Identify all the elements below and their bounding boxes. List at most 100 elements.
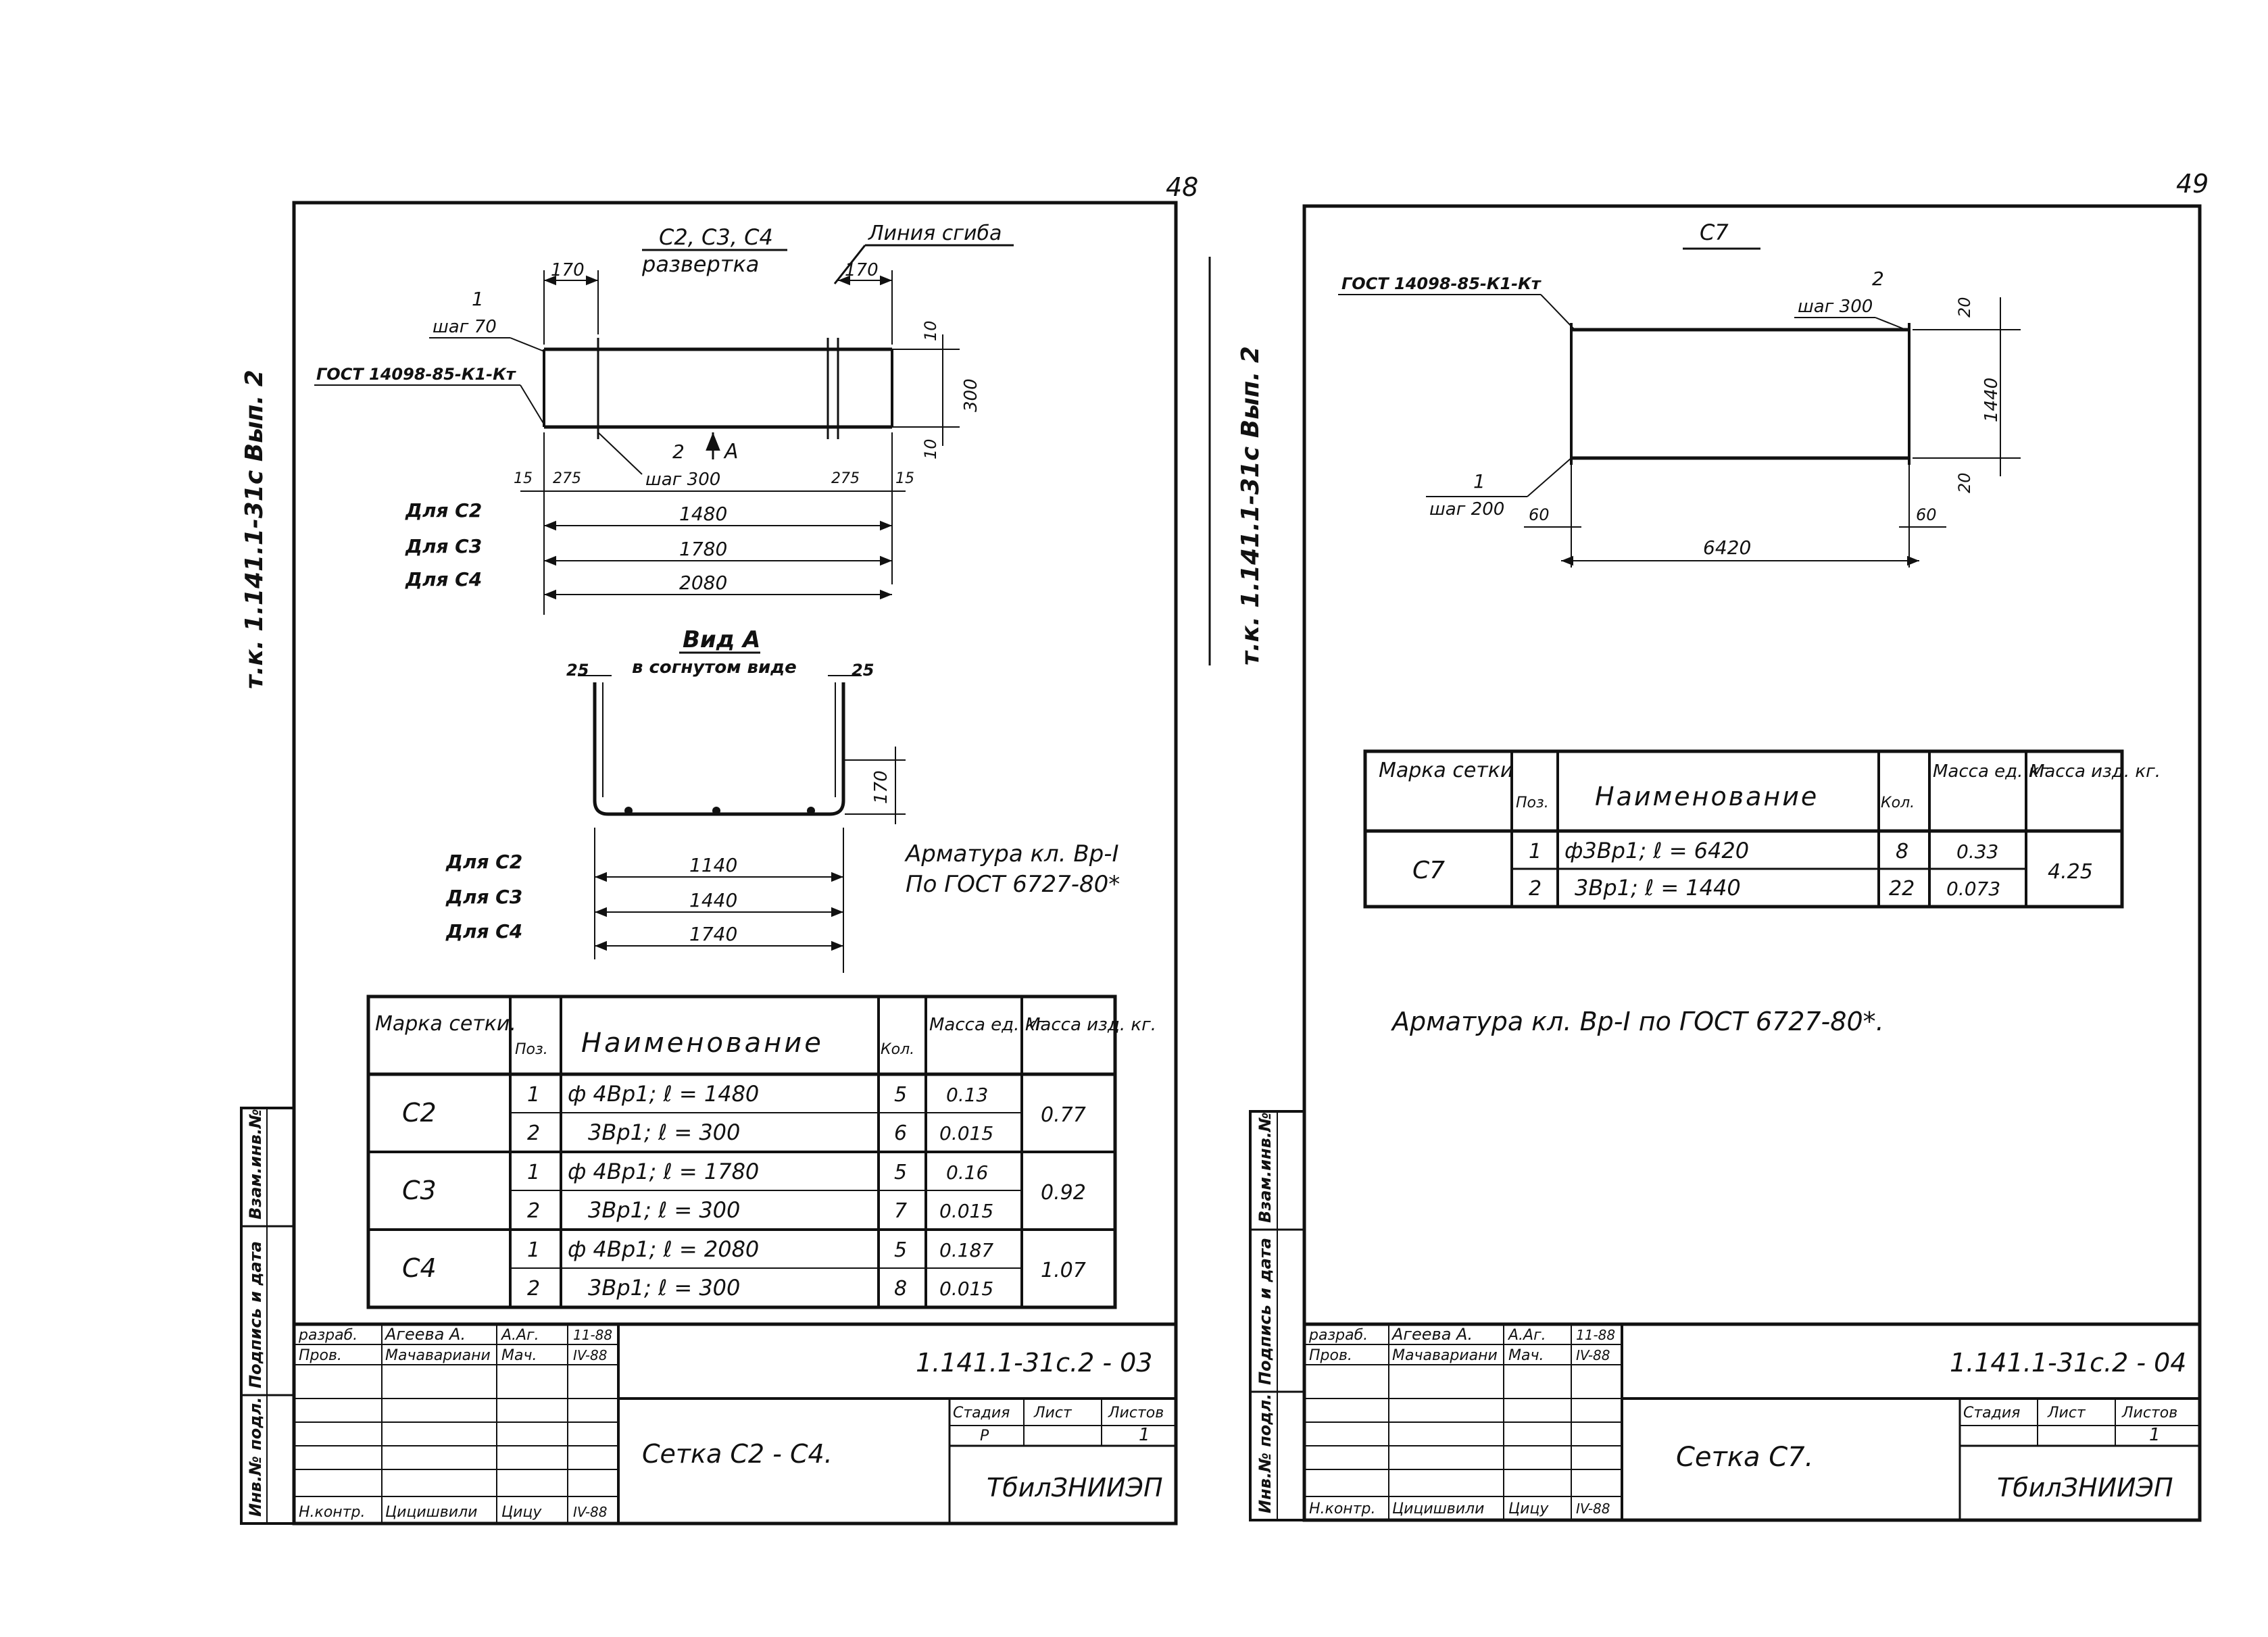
spec-pos: 1 (527, 1161, 540, 1184)
stamp-vzam-inv: Взам.инв.№ (246, 1109, 265, 1219)
tb-role: Н.контр. (299, 1504, 365, 1521)
length-value-c2: 1480 (679, 503, 727, 525)
spec-name: 3Вр1; ℓ = 300 (588, 1119, 740, 1145)
dim-275-right: 275 (831, 470, 860, 487)
c7-spec-pos: 1 (1529, 840, 1542, 863)
width-value-c3: 1440 (689, 889, 737, 911)
left-page-number: 48 (1166, 172, 1198, 202)
c7-gost-leader (1540, 294, 1575, 330)
r-tb-name: Цицишвили (1392, 1501, 1484, 1517)
r-tb-sign: Мач. (1508, 1347, 1544, 1364)
tb-name: Мачавариани (385, 1347, 491, 1364)
r-tb-role: разраб. (1308, 1327, 1368, 1344)
c7-spec-name: 3Вр1; ℓ = 1440 (1575, 875, 1741, 901)
width-label-c2: Для С2 (445, 851, 522, 873)
spec-qty: 6 (894, 1122, 907, 1145)
dim170-left: 170 (551, 260, 585, 280)
width-label-c3: Для С3 (445, 886, 522, 908)
r-tb-date: IV-88 (1576, 1347, 1610, 1363)
r-tb-lists-hdr: Листов (2121, 1405, 2177, 1421)
width-value-c2: 1140 (689, 854, 737, 876)
unfold-arrow-a: А (723, 440, 739, 463)
length-value-c4: 2080 (679, 572, 727, 594)
r-tb-name: Мачавариани (1392, 1347, 1498, 1364)
spec-qty: 7 (894, 1199, 907, 1223)
r-tb-org: ТбилЗНИИЭП (1997, 1473, 2173, 1503)
r-tb-name: Агеева А. (1391, 1325, 1473, 1344)
width-label-c4: Для С4 (445, 920, 522, 942)
spec-mark-c3: С3 (402, 1176, 437, 1205)
dim-10-top: 10 (921, 320, 940, 341)
hdr-pos: Поз. (515, 1041, 548, 1058)
dim25-left: 25 (566, 661, 589, 680)
c7-spec-qty: 8 (1896, 840, 1908, 863)
right-title-block: разраб. Агеева А. А.Аг. 11-88 Пров. Мача… (1304, 1322, 2200, 1520)
c7-dim-60-right: 60 (1916, 505, 1937, 524)
spec-mass: 0.015 (939, 1122, 993, 1144)
tb-name: Агеева А. (384, 1325, 466, 1344)
dim-300: 300 (961, 378, 981, 412)
r-stamp-vzam-inv: Взам.инв.№ (1256, 1112, 1275, 1223)
spec-total-c4: 1.07 (1041, 1259, 1086, 1282)
dim-15-right: 15 (895, 470, 914, 487)
unfold-pos1: 1 (472, 288, 484, 310)
view-a-subtitle: в согнутом виде (632, 657, 797, 678)
stamp-sign-date: Подпись и дата (246, 1241, 265, 1388)
spec-mass: 0.187 (939, 1239, 993, 1261)
view-a-bar-dot-1 (624, 807, 633, 815)
c7-spec-mass: 0.33 (1956, 840, 1998, 863)
r-stamp-sign-date: Подпись и дата (1256, 1238, 1275, 1385)
c7-spec-mark: С7 (1412, 857, 1445, 884)
unfold-title-text: развертка (641, 251, 759, 277)
r-tb-sign: Цицу (1508, 1501, 1549, 1517)
c7-spec-qty: 22 (1889, 877, 1915, 901)
length-label-c4: Для С4 (405, 568, 482, 590)
tb-name: Цицишвили (385, 1504, 477, 1521)
c7-dim-20-top: 20 (1955, 297, 1974, 318)
r-tb-date: 11-88 (1576, 1327, 1615, 1343)
dim25-right: 25 (852, 661, 874, 680)
sheet-title: Сетка С2 - С4. (642, 1439, 833, 1469)
c7-hdr-mass-item: Масса изд. кг. (2029, 761, 2161, 782)
hdr-mass-item: Масса изд. кг. (1025, 1015, 1156, 1035)
right-frame (1302, 204, 2202, 1522)
length-label-c2: Для С2 (405, 499, 482, 522)
hdr-mass-unit: Масса ед. кг (929, 1015, 1045, 1035)
spec-mass: 0.015 (939, 1278, 993, 1300)
unfold-gost-ref: ГОСТ 14098-85-К1-Кт (316, 365, 517, 384)
c7-spec-total: 4.25 (2048, 860, 2093, 884)
tb-list-hdr: Лист (1033, 1405, 1073, 1421)
spec-name: ф 4Вр1; ℓ = 2080 (568, 1236, 759, 1262)
r-sheet-title: Сетка С7. (1676, 1442, 1813, 1473)
c7-hdr-mass-unit: Масса ед. кг (1933, 761, 2048, 782)
left-series-label: т.к. 1.141.1-31с Вып. 2 (241, 370, 268, 689)
dim170-right: 170 (845, 260, 879, 280)
right-spec-table: Марка сетки Поз. Наименование Кол. Масса… (1363, 749, 2161, 909)
spec-name: 3Вр1; ℓ = 300 (588, 1275, 740, 1301)
step70-leader (510, 337, 545, 352)
hdr-qty: Кол. (881, 1041, 914, 1058)
bend-line-label: Линия сгиба (868, 222, 1002, 245)
right-note: Арматура кл. Вр-I по ГОСТ 6727-80*. (1390, 1007, 1884, 1036)
spec-pos: 1 (527, 1238, 540, 1262)
tb-org: ТбилЗНИИЭП (987, 1473, 1163, 1503)
c7-step300: шаг 300 (1798, 297, 1873, 317)
right-sheet: 49 т.к. 1.141.1-31с Вып. 2 С7 ГОСТ 14098… (1237, 169, 2209, 1522)
c7-dim-20-bottom: 20 (1955, 472, 1974, 493)
left-frame (292, 201, 1178, 1526)
right-series-label: т.к. 1.141.1-31с Вып. 2 (1237, 346, 1264, 665)
r-tb-stage-hdr: Стадия (1963, 1405, 2020, 1421)
spec-pos: 2 (527, 1277, 540, 1301)
spec-qty: 5 (894, 1238, 907, 1262)
c7-hdr-name: Наименование (1595, 782, 1819, 811)
spec-mark-c4: С4 (402, 1253, 437, 1283)
view-a-bent-mesh (593, 682, 845, 816)
r-tb-sign: А.Аг. (1507, 1327, 1546, 1344)
r-stamp-inv-podl: Инв.№ подл. (1256, 1394, 1275, 1513)
c7-dim-60-left: 60 (1529, 505, 1550, 524)
left-side-stamp: Инв.№ подл. Подпись и дата Взам.инв.№ (240, 1107, 295, 1525)
stamp-inv-podl: Инв.№ подл. (246, 1397, 265, 1517)
tb-role: разраб. (298, 1327, 358, 1344)
unfold-pos2: 2 (672, 440, 685, 463)
